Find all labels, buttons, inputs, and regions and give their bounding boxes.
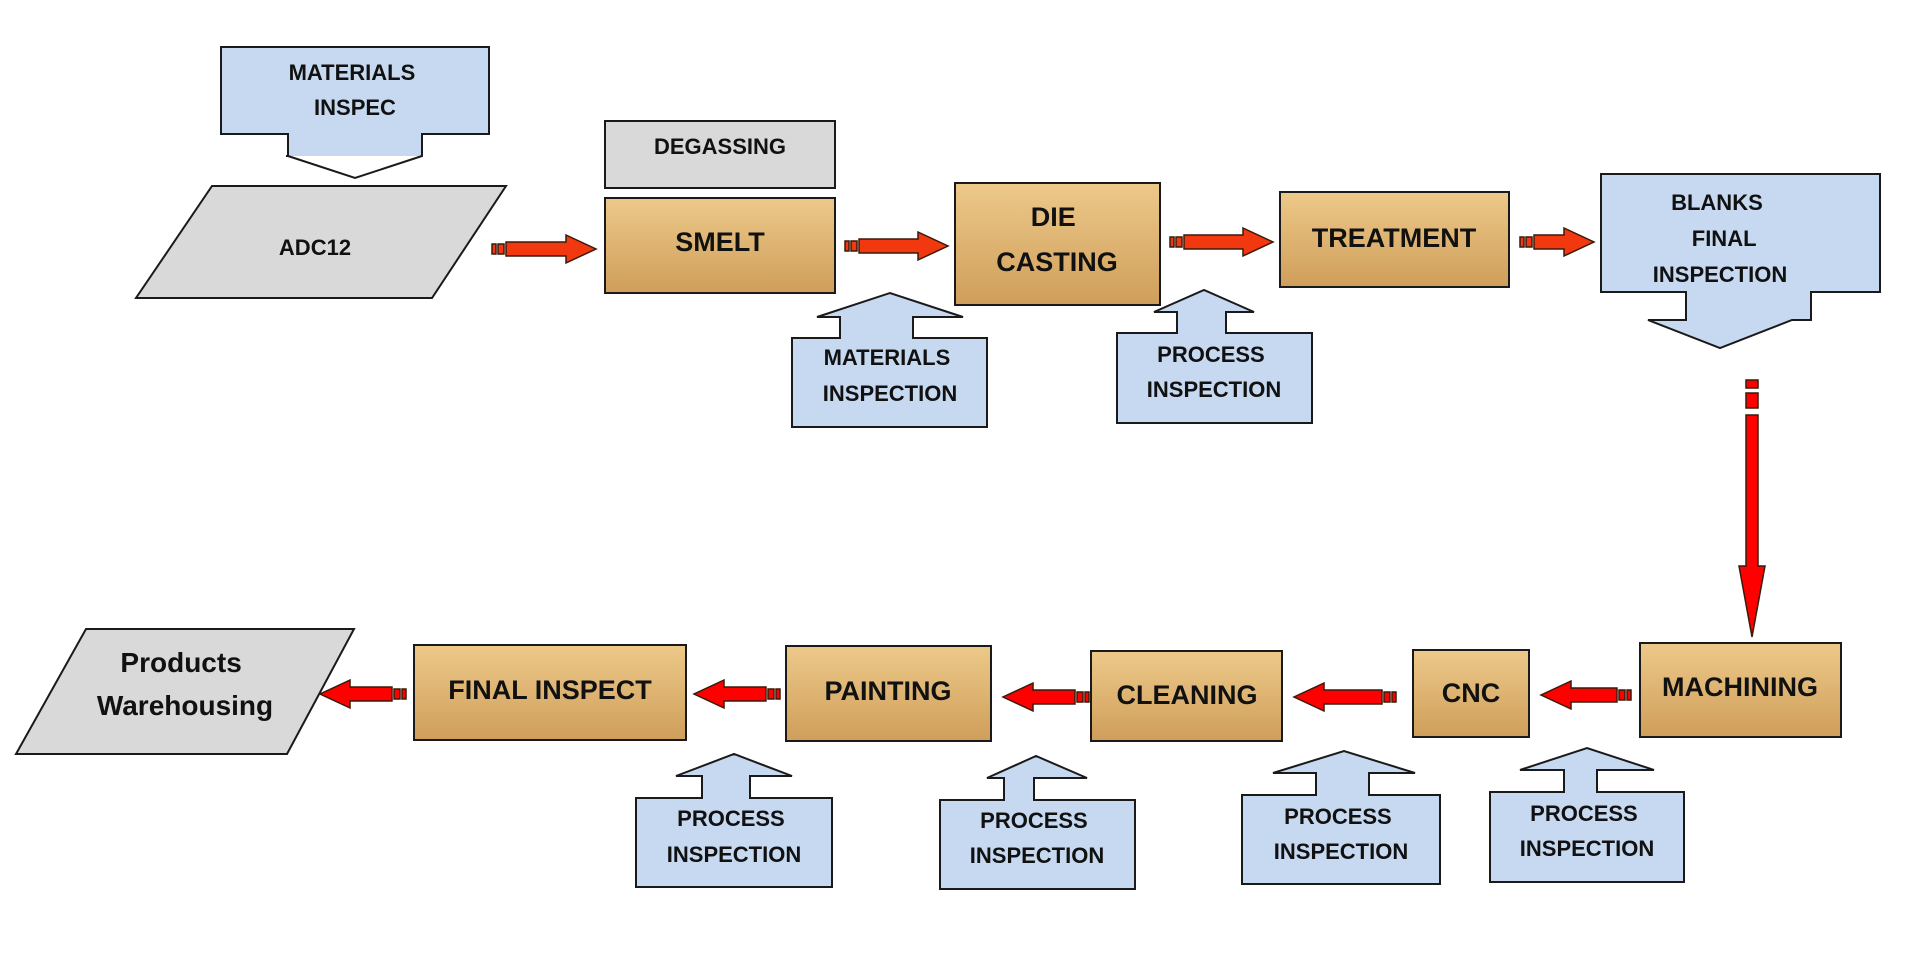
flow-arrows xyxy=(318,226,1766,713)
materials-inspec-callout-shape xyxy=(220,46,490,180)
products-warehousing-label: Products Warehousing xyxy=(97,647,273,721)
cleaning-process-inspection-label: PROCESS INSPECTION xyxy=(970,808,1104,868)
adc12-label: ADC12 xyxy=(279,235,351,260)
node-cleaning-process-inspection[interactable]: PROCESS INSPECTION xyxy=(939,754,1136,890)
die-casting-process-inspection-label: PROCESS INSPECTION xyxy=(1147,342,1281,402)
cleaning-label: CLEANING xyxy=(1117,680,1258,710)
arrow-final-inspect-to-warehousing-stripe xyxy=(401,688,407,700)
node-products-warehousing[interactable]: Products Warehousing xyxy=(14,628,356,755)
products-warehousing-parallelogram xyxy=(14,628,356,755)
arrow-adc12-to-smelt-stripe xyxy=(497,243,505,255)
node-cnc-process-inspection[interactable]: PROCESS INSPECTION xyxy=(1241,749,1441,885)
cleaning-process-inspection-callout-shape xyxy=(939,754,1136,890)
smelt-label: SMELT xyxy=(675,227,765,257)
painting-box xyxy=(785,645,992,742)
arrow-die-casting-to-treatment-stripe xyxy=(1169,236,1175,248)
node-smelt[interactable]: SMELT xyxy=(604,197,836,294)
smelt-box xyxy=(604,197,836,294)
node-blanks-final-inspection[interactable]: BLANKS FINAL INSPECTION xyxy=(1600,173,1881,350)
cnc-label: CNC xyxy=(1442,678,1501,708)
node-materials-inspec[interactable]: MATERIALS INSPEC xyxy=(220,46,490,180)
blanks-final-inspection-callout-shape xyxy=(1600,173,1881,350)
machining-process-inspection-callout-shape xyxy=(1489,746,1685,883)
arrow-blanks-to-machining-stripe xyxy=(1745,379,1759,389)
degassing-label: DEGASSING xyxy=(654,134,786,159)
arrow-cleaning-to-painting-stripe xyxy=(1076,691,1084,703)
cnc-process-inspection-label: PROCESS INSPECTION xyxy=(1274,804,1408,864)
arrow-painting-to-final-inspect xyxy=(692,678,767,710)
arrow-treatment-to-blanks-stripe xyxy=(1525,236,1533,248)
arrow-smelt-to-die-casting xyxy=(858,230,950,262)
node-machining[interactable]: MACHINING xyxy=(1639,642,1842,738)
materials-inspec-label: MATERIALS INSPEC xyxy=(289,60,422,120)
arrow-machining-to-cnc-stripe xyxy=(1618,689,1626,701)
cnc-box xyxy=(1412,649,1530,738)
arrow-cnc-to-cleaning xyxy=(1292,681,1383,713)
node-degassing[interactable]: DEGASSING xyxy=(604,120,836,189)
arrow-smelt-to-die-casting-stripe xyxy=(844,240,850,252)
node-adc12[interactable]: ADC12 xyxy=(134,185,508,299)
node-painting[interactable]: PAINTING xyxy=(785,645,992,742)
node-cnc[interactable]: CNC xyxy=(1412,649,1530,738)
node-cleaning[interactable]: CLEANING xyxy=(1090,650,1283,742)
degassing-box xyxy=(604,120,836,189)
arrow-adc12-to-smelt xyxy=(505,233,598,265)
adc12-parallelogram xyxy=(134,185,508,299)
final-inspect-box xyxy=(413,644,687,741)
arrow-blanks-to-machining xyxy=(1738,414,1766,638)
node-smelt-materials-inspection[interactable]: MATERIALS INSPECTION xyxy=(791,291,988,428)
arrow-smelt-to-die-casting-stripe xyxy=(850,240,858,252)
arrow-adc12-to-smelt-stripe xyxy=(491,243,497,255)
arrow-treatment-to-blanks xyxy=(1533,226,1596,258)
blanks-final-inspection-label: BLANKS FINAL INSPECTION xyxy=(1653,190,1787,287)
arrow-machining-to-cnc xyxy=(1539,679,1618,711)
die-casting-label: DIE CASTING xyxy=(996,202,1118,277)
cleaning-box xyxy=(1090,650,1283,742)
arrow-painting-to-final-inspect-stripe xyxy=(767,688,775,700)
arrow-die-casting-to-treatment xyxy=(1183,226,1275,258)
smelt-materials-inspection-label: MATERIALS INSPECTION xyxy=(823,345,957,406)
machining-box xyxy=(1639,642,1842,738)
arrow-painting-to-final-inspect-stripe xyxy=(775,688,781,700)
node-die-casting-process-inspection[interactable]: PROCESS INSPECTION xyxy=(1116,288,1313,424)
painting-process-inspection-callout-shape xyxy=(635,752,833,888)
final-inspect-label: FINAL INSPECT xyxy=(448,675,652,705)
painting-process-inspection-label: PROCESS INSPECTION xyxy=(667,806,801,867)
machining-process-inspection-label: PROCESS INSPECTION xyxy=(1520,801,1654,861)
arrow-treatment-to-blanks-stripe xyxy=(1519,236,1525,248)
node-machining-process-inspection[interactable]: PROCESS INSPECTION xyxy=(1489,746,1685,883)
arrow-machining-to-cnc-stripe xyxy=(1626,689,1632,701)
die-casting-process-inspection-callout-shape xyxy=(1116,288,1313,424)
treatment-box xyxy=(1279,191,1510,288)
node-die-casting[interactable]: DIE CASTING xyxy=(954,182,1161,306)
painting-label: PAINTING xyxy=(825,676,952,706)
arrow-blanks-to-machining-stripe xyxy=(1745,392,1759,409)
cnc-process-inspection-callout-shape xyxy=(1241,749,1441,885)
node-painting-process-inspection[interactable]: PROCESS INSPECTION xyxy=(635,752,833,888)
arrow-cleaning-to-painting-stripe xyxy=(1084,691,1090,703)
node-final-inspect[interactable]: FINAL INSPECT xyxy=(413,644,687,741)
treatment-label: TREATMENT xyxy=(1312,223,1477,253)
arrow-cnc-to-cleaning-stripe xyxy=(1383,691,1391,703)
die-casting-box xyxy=(954,182,1161,306)
smelt-materials-inspection-callout-shape xyxy=(791,291,988,428)
arrow-final-inspect-to-warehousing-stripe xyxy=(393,688,401,700)
arrow-cleaning-to-painting xyxy=(1001,681,1076,713)
node-treatment[interactable]: TREATMENT xyxy=(1279,191,1510,288)
arrow-final-inspect-to-warehousing xyxy=(318,678,393,710)
machining-label: MACHINING xyxy=(1662,672,1818,702)
arrow-cnc-to-cleaning-stripe xyxy=(1391,691,1397,703)
arrow-die-casting-to-treatment-stripe xyxy=(1175,236,1183,248)
